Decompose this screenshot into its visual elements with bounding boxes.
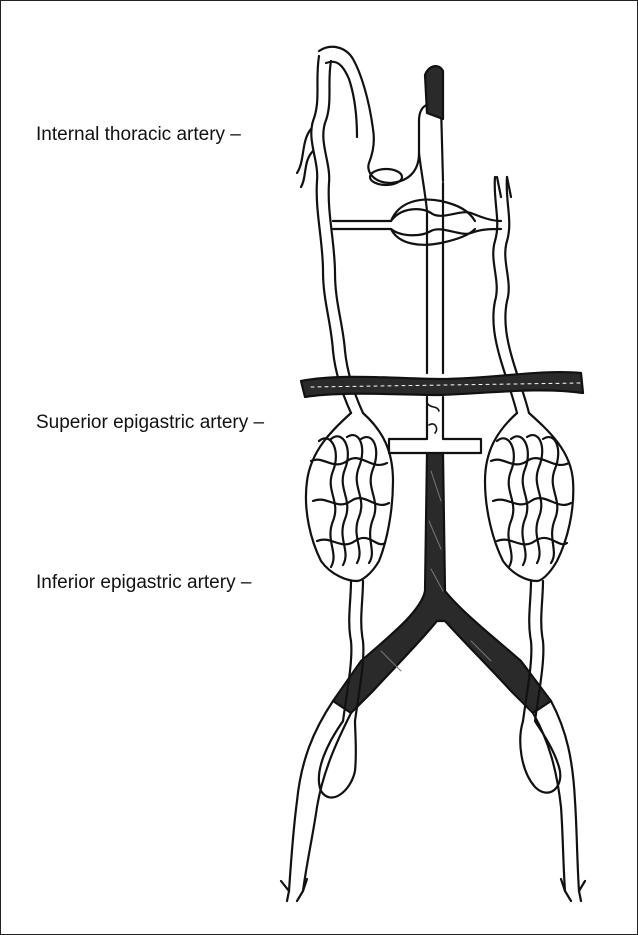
- left-collateral-plexus: [306, 413, 393, 581]
- diaphragm-band: [301, 372, 583, 397]
- upper-anastomosis: [333, 200, 501, 245]
- abdominal-aorta-and-iliacs: [333, 453, 551, 713]
- carotid-stump: [425, 66, 443, 119]
- right-collateral-plexus: [485, 413, 573, 581]
- abdominal-aorta-upper: [389, 397, 481, 453]
- left-femoral-artery: [281, 701, 356, 901]
- aortic-arch: [319, 47, 443, 211]
- left-internal-thoracic-artery: [297, 56, 363, 413]
- right-femoral-artery: [520, 701, 585, 901]
